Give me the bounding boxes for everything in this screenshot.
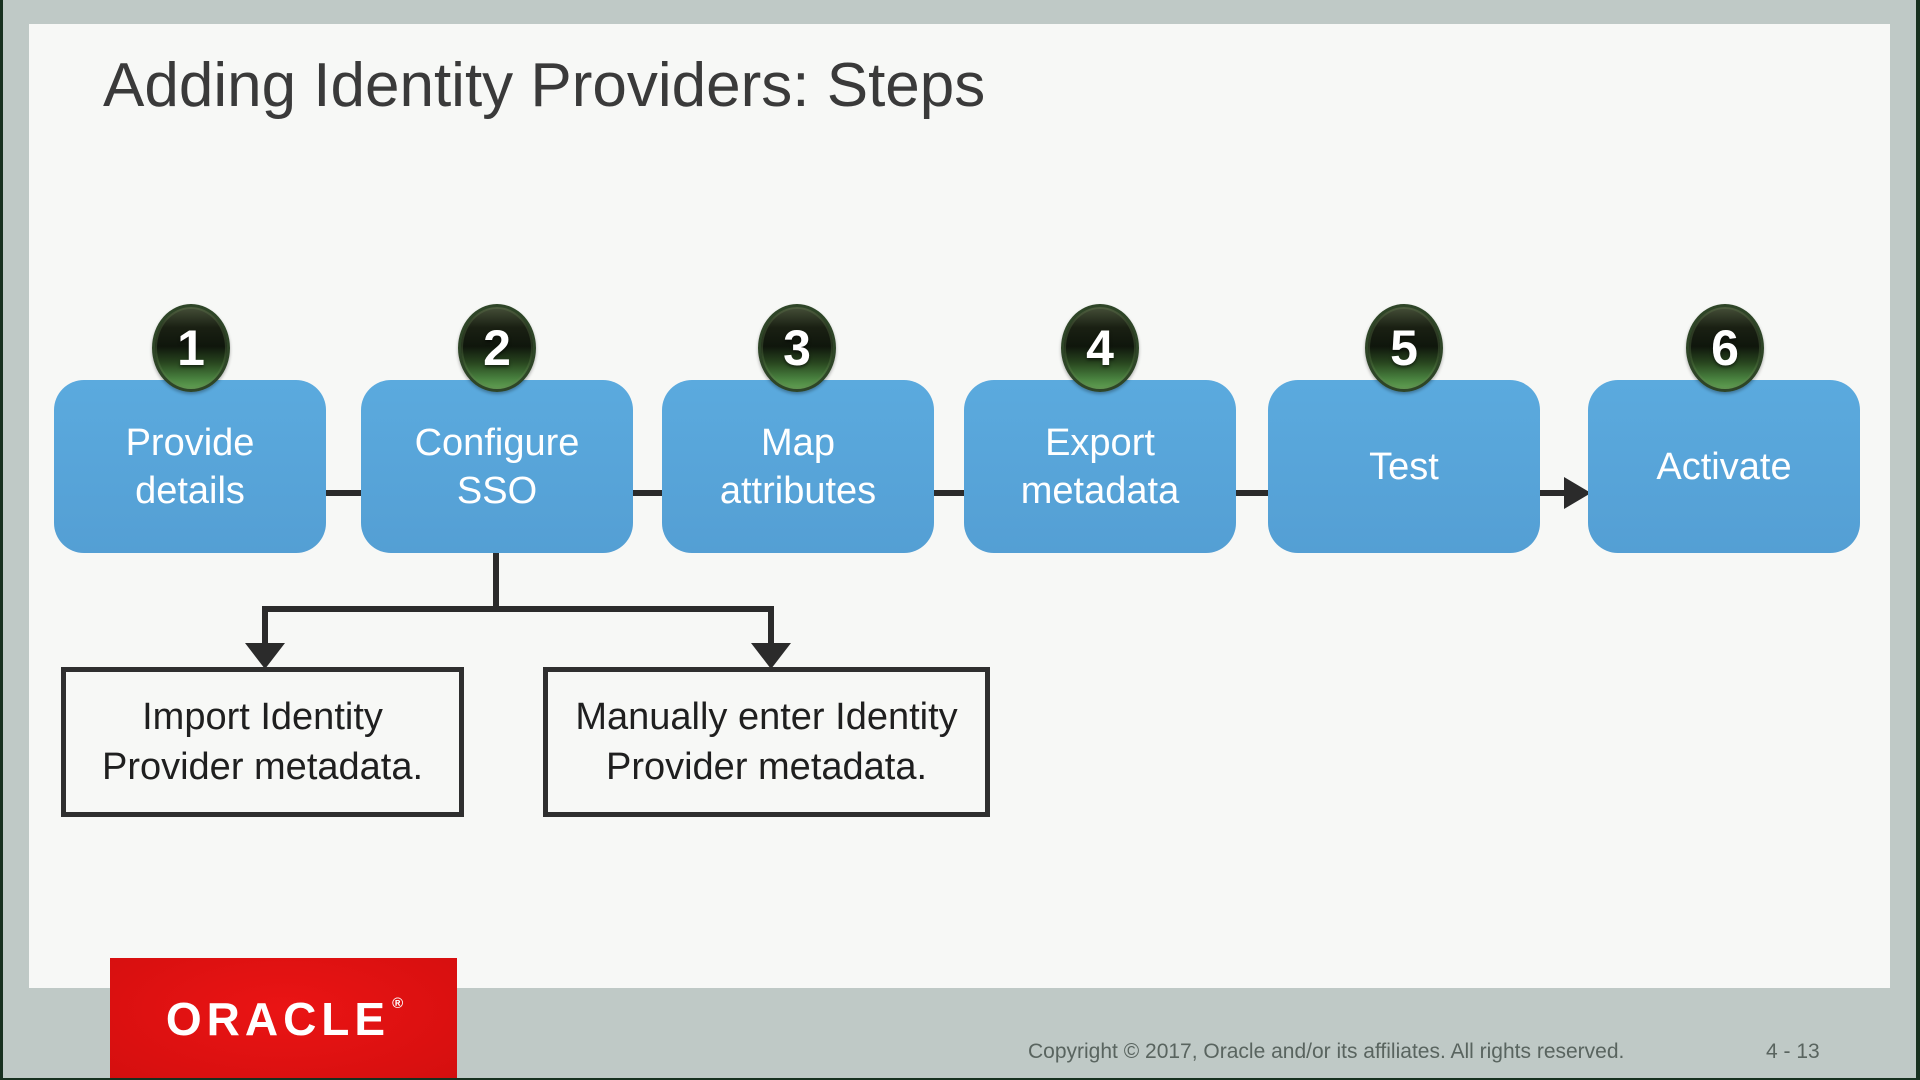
- connector-line-3-4: [931, 490, 965, 496]
- connector-line-4-5: [1235, 490, 1269, 496]
- step-label-line: Export: [1045, 421, 1155, 464]
- step-label-line: Activate: [1656, 445, 1792, 488]
- screen-edge-bottom: [0, 1078, 1920, 1080]
- step-label-line: attributes: [719, 469, 877, 512]
- step-3-badge: 3: [758, 304, 836, 392]
- option-label-line: Manually enter Identity: [575, 696, 958, 738]
- step-label-line: details: [135, 469, 245, 512]
- option-label-line: Import Identity: [142, 696, 383, 738]
- connector-line-2-3: [631, 490, 663, 496]
- step-box-export-metadata: Export metadata: [964, 380, 1236, 553]
- option-box-manual-metadata: Manually enter Identity Provider metadat…: [543, 667, 990, 817]
- step-box-configure-sso: Configure SSO: [361, 380, 633, 553]
- oracle-logo: ORACLE®: [110, 958, 457, 1080]
- option-label-line: Provider metadata.: [101, 746, 424, 788]
- step-5-number: 5: [1390, 320, 1418, 376]
- step-5-badge: 5: [1365, 304, 1443, 392]
- step-label-line: Map: [761, 421, 835, 464]
- step-label-line: metadata: [1020, 469, 1180, 512]
- arrow-line-5-6: [1540, 490, 1565, 496]
- step-3-number: 3: [783, 320, 811, 376]
- right-arrow-icon: [1564, 477, 1591, 509]
- step-2-badge: 2: [458, 304, 536, 392]
- step-label-line: Provide: [125, 421, 255, 464]
- step-box-test: Test: [1268, 380, 1540, 553]
- step-4-badge: 4: [1061, 304, 1139, 392]
- step-box-provide-details: Provide details: [54, 380, 326, 553]
- option-label-line: Provider metadata.: [605, 746, 928, 788]
- step-2-number: 2: [483, 320, 511, 376]
- branch-left-stub: [262, 606, 268, 645]
- page-number: 4 - 13: [1766, 1040, 1820, 1063]
- step-box-map-attributes: Map attributes: [662, 380, 934, 553]
- down-arrow-icon-left: [245, 643, 285, 669]
- step-label-line: SSO: [456, 469, 538, 512]
- page-title: Adding Identity Providers: Steps: [103, 51, 986, 120]
- branch-right-stub: [768, 606, 774, 645]
- step-4-number: 4: [1086, 320, 1114, 376]
- step-6-badge: 6: [1686, 304, 1764, 392]
- step-1-number: 1: [177, 320, 205, 376]
- screen-edge-left: [0, 0, 3, 1080]
- registered-mark-icon: ®: [392, 994, 404, 1012]
- oracle-logo-text: ORACLE: [165, 993, 391, 1045]
- step-6-number: 6: [1711, 320, 1739, 376]
- connector-line-1-2: [326, 490, 362, 496]
- branch-vertical-line: [493, 553, 499, 612]
- copyright-text: Copyright © 2017, Oracle and/or its affi…: [1028, 1040, 1625, 1063]
- branch-horizontal-line: [262, 606, 774, 612]
- step-label-line: Test: [1369, 445, 1439, 488]
- step-1-badge: 1: [152, 304, 230, 392]
- step-label-line: Configure: [414, 421, 580, 464]
- screen-edge-right: [1916, 0, 1920, 1080]
- down-arrow-icon-right: [751, 643, 791, 669]
- option-box-import-metadata: Import Identity Provider metadata.: [61, 667, 464, 817]
- step-box-activate: Activate: [1588, 380, 1860, 553]
